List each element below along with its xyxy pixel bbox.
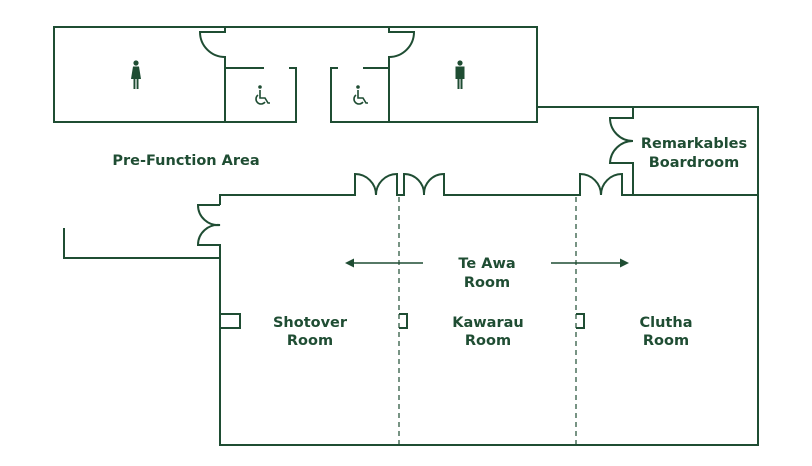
- boardroom-walls: [219, 106, 759, 446]
- male-restroom-icon: [455, 60, 465, 89]
- te-awa-room-label: Room: [464, 275, 510, 291]
- pre-function-area-label: Pre-Function Area: [112, 153, 259, 169]
- arrow-right-icon: [551, 258, 629, 268]
- arrow-left-icon: [345, 258, 423, 268]
- shotover-label: Shotover: [273, 315, 348, 331]
- clutha-label: Clutha: [640, 315, 693, 331]
- shotover-room-label: Room: [287, 333, 333, 349]
- boardroom-label: Boardroom: [649, 155, 740, 171]
- restroom-block-walls: [53, 26, 538, 123]
- female-restroom-icon: [131, 60, 141, 89]
- te-awa-room-walls: [63, 172, 633, 329]
- kawarau-room-label: Room: [465, 333, 511, 349]
- accessible-restroom-icon: [353, 85, 368, 105]
- kawarau-label: Kawarau: [452, 315, 523, 331]
- te-awa-label: Te Awa: [458, 256, 515, 272]
- accessible-restroom-icon: [255, 85, 270, 105]
- remarkables-label: Remarkables: [641, 136, 747, 152]
- clutha-room-label: Room: [643, 333, 689, 349]
